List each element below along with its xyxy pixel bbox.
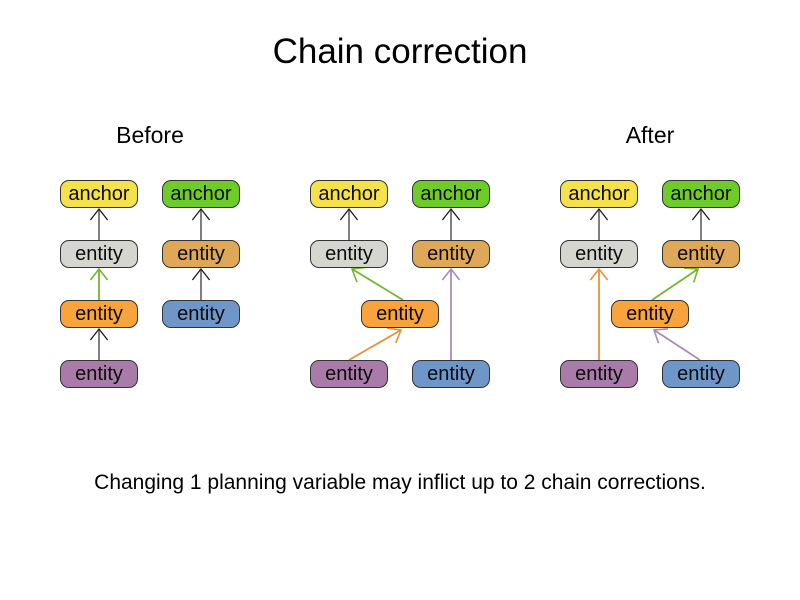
chain-arrow-gray	[89, 207, 109, 240]
chain-arrow-gray	[589, 207, 609, 240]
node-entity-orange: entity	[60, 300, 138, 328]
node-anchor-yellow: anchor	[310, 180, 388, 208]
node-entity-purple: entity	[560, 360, 638, 388]
chain-arrow-green	[350, 266, 404, 301]
chain-arrow-purple	[652, 328, 701, 361]
chain-arrow-orange	[589, 267, 609, 360]
node-entity-tan: entity	[662, 240, 740, 268]
node-entity-blue: entity	[162, 300, 240, 328]
node-entity-orange: entity	[361, 300, 439, 328]
chain-arrow-orange	[348, 327, 403, 361]
node-entity-blue: entity	[412, 360, 490, 388]
node-entity-purple: entity	[310, 360, 388, 388]
chain-arrow-purple	[441, 267, 461, 360]
node-entity-tan: entity	[162, 240, 240, 268]
after-label: After	[625, 122, 675, 148]
node-anchor-yellow: anchor	[560, 180, 638, 208]
chain-arrow-gray	[339, 207, 359, 240]
chain-arrow-gray	[191, 207, 211, 240]
caption-text: Changing 1 planning variable may inflict…	[94, 471, 706, 494]
chain-arrow-gray	[89, 327, 109, 360]
node-anchor-green: anchor	[662, 180, 740, 208]
page-title: Chain correction	[272, 32, 528, 71]
node-entity-tan: entity	[412, 240, 490, 268]
before-label: Before	[116, 122, 184, 148]
node-anchor-yellow: anchor	[60, 180, 138, 208]
node-entity-gray: entity	[60, 240, 138, 268]
node-anchor-green: anchor	[412, 180, 490, 208]
chain-arrow-gray	[441, 207, 461, 240]
node-entity-gray: entity	[310, 240, 388, 268]
node-entity-purple: entity	[60, 360, 138, 388]
node-entity-gray: entity	[560, 240, 638, 268]
chain-arrow-green	[651, 267, 700, 301]
chain-arrow-gray	[191, 267, 211, 300]
node-entity-blue: entity	[662, 360, 740, 388]
chain-arrow-gray	[691, 207, 711, 240]
chain-arrow-green	[89, 267, 109, 300]
node-anchor-green: anchor	[162, 180, 240, 208]
node-entity-orange: entity	[611, 300, 689, 328]
